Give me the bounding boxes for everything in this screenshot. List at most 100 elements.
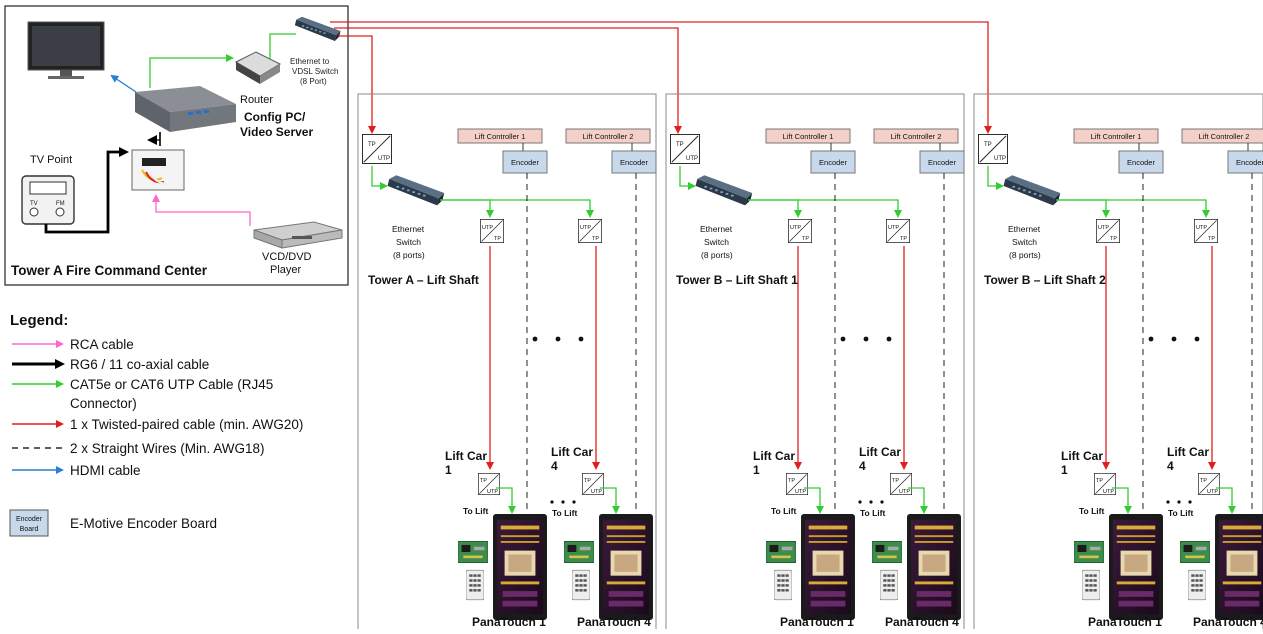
keypad-icon <box>880 569 898 601</box>
legend-encoder-line2: Board <box>20 526 39 533</box>
panatouch-4-screen <box>1215 514 1263 620</box>
lift-controller-label: Lift Controller 1 <box>783 132 834 141</box>
switch-label-1: Ethernet <box>392 224 425 234</box>
utp-to-panatouch <box>908 487 928 514</box>
lift-controller-box <box>457 128 543 144</box>
converter-tp-label: TP <box>788 478 795 484</box>
panatouch-4-screen <box>599 514 653 620</box>
utp-to-car1 <box>1056 199 1110 218</box>
to-lift-label-1: To Lift <box>1079 506 1104 516</box>
encoder-label: Encoder <box>620 158 648 167</box>
utp-to-car1 <box>748 199 802 218</box>
backbone-to-shaft-1 <box>334 27 682 134</box>
utp-to-switch <box>371 166 388 190</box>
ellipsis-dot <box>1171 336 1177 342</box>
panatouch-1-screen <box>801 514 855 620</box>
encoder-label: Encoder <box>928 158 956 167</box>
encoder-box <box>919 150 965 174</box>
lift-controller-label: Lift Controller 1 <box>1091 132 1142 141</box>
legend-item-label: RCA cable <box>70 337 134 352</box>
coax-cable <box>44 147 129 234</box>
utp-to-car4 <box>1056 199 1210 218</box>
utp-to-car4 <box>440 199 594 218</box>
ellipsis-dot-small <box>858 500 862 504</box>
panatouch-1-label: PanaTouch 1 <box>780 615 854 629</box>
vdsl-label-2: VDSL Switch <box>292 67 338 76</box>
converter-tp-label: TP <box>1110 236 1117 242</box>
panel-frame <box>357 93 657 634</box>
lift-car-1-label: Lift Car <box>1061 449 1103 463</box>
ellipsis-dot-small <box>561 500 565 504</box>
controller-board-icon <box>1074 541 1104 563</box>
ellipsis-dot-small <box>572 500 576 504</box>
command-center-frame <box>4 5 349 286</box>
encoder-label: Encoder <box>1127 158 1155 167</box>
keypad-icon <box>1188 569 1206 601</box>
legend-item-label: RG6 / 11 co-axial cable <box>70 357 209 372</box>
converter-utp-label: UTP <box>994 156 1006 162</box>
switch-label-3: (8 ports) <box>1009 250 1041 260</box>
panatouch-4-label: PanaTouch 4 <box>577 615 651 629</box>
controller-board-icon <box>766 541 796 563</box>
converter-utp-label: UTP <box>1103 489 1114 495</box>
backbone-to-shaft-a <box>338 35 376 134</box>
utp-to-panatouch <box>1216 487 1236 514</box>
backbone-to-shaft-2 <box>330 21 992 134</box>
legend-item: RG6 / 11 co-axial cable <box>12 357 209 372</box>
tv-point-label: TV Point <box>30 154 72 166</box>
lift-controller-label: Lift Controller 1 <box>475 132 526 141</box>
lift-controller-box <box>765 128 851 144</box>
switch-label-2: Switch <box>1012 237 1037 247</box>
legend-title: Legend: <box>10 312 68 329</box>
ellipsis-dot <box>863 336 869 342</box>
converter-utp-label: UTP <box>482 225 493 231</box>
converter-utp-label: UTP <box>591 489 602 495</box>
utp-to-panatouch <box>1112 487 1132 514</box>
utp-to-panatouch <box>804 487 824 514</box>
config-pc-label-2: Video Server <box>240 125 313 139</box>
encoder-box <box>810 150 856 174</box>
ellipsis-dot <box>1194 336 1200 342</box>
utp-cable-pc-router <box>149 54 234 88</box>
keypad-icon <box>774 569 792 601</box>
ellipsis-dot-small <box>880 500 884 504</box>
converter-tp-label: TP <box>368 142 376 148</box>
lift-car-4-number: 4 <box>859 459 866 473</box>
backbone-cables <box>330 21 992 134</box>
ethernet-switch-icon <box>1003 175 1061 206</box>
config-pc-icon <box>135 86 236 132</box>
router-icon <box>234 51 282 84</box>
vdsl-label-1: Ethernet to <box>290 57 330 66</box>
lift-controller-label: Lift Controller 2 <box>583 132 634 141</box>
lift-car-4-label: Lift Car <box>551 445 593 459</box>
ellipsis-dot <box>886 336 892 342</box>
keypad-icon <box>1082 569 1100 601</box>
converter-tp-label: TP <box>592 236 599 242</box>
lift-controller-label: Lift Controller 2 <box>891 132 942 141</box>
lift-controller-box <box>1073 128 1159 144</box>
switch-label-3: (8 ports) <box>393 250 425 260</box>
ellipsis-dot-small <box>1177 500 1181 504</box>
converter-utp-label: UTP <box>1207 489 1218 495</box>
utp-to-panatouch <box>496 487 516 514</box>
converter-tp-label: TP <box>584 478 591 484</box>
encoder-label: Encoder <box>1236 158 1263 167</box>
utp-to-car4 <box>748 199 902 218</box>
converter-utp-label: UTP <box>899 489 910 495</box>
encoder-label: Encoder <box>511 158 539 167</box>
panatouch-1-screen <box>1109 514 1163 620</box>
legend-item-label-2: Connector) <box>70 396 137 411</box>
keypad-icon <box>572 569 590 601</box>
legend-item-label: HDMI cable <box>70 463 141 478</box>
converter-utp-label: UTP <box>888 225 899 231</box>
ellipsis-dot-small <box>869 500 873 504</box>
ellipsis-dot <box>840 336 846 342</box>
panatouch-4-label: PanaTouch 4 <box>885 615 959 629</box>
panatouch-1-label: PanaTouch 1 <box>472 615 546 629</box>
legend-item-label: 2 x Straight Wires (Min. AWG18) <box>70 441 265 456</box>
